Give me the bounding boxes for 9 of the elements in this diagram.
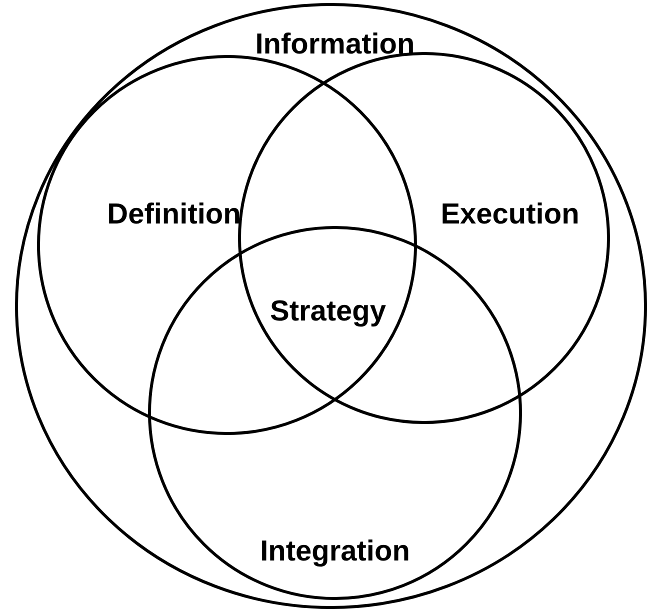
venn-circle	[148, 226, 522, 600]
venn-circle	[238, 52, 610, 424]
center-label: Strategy	[270, 296, 386, 328]
venn-circle	[15, 3, 647, 609]
circle-label: Execution	[440, 198, 580, 232]
circle-label: Information	[255, 28, 415, 62]
circle-label: Definition	[107, 198, 241, 232]
circle-label: Integration	[260, 536, 410, 568]
venn-circle	[37, 55, 417, 435]
